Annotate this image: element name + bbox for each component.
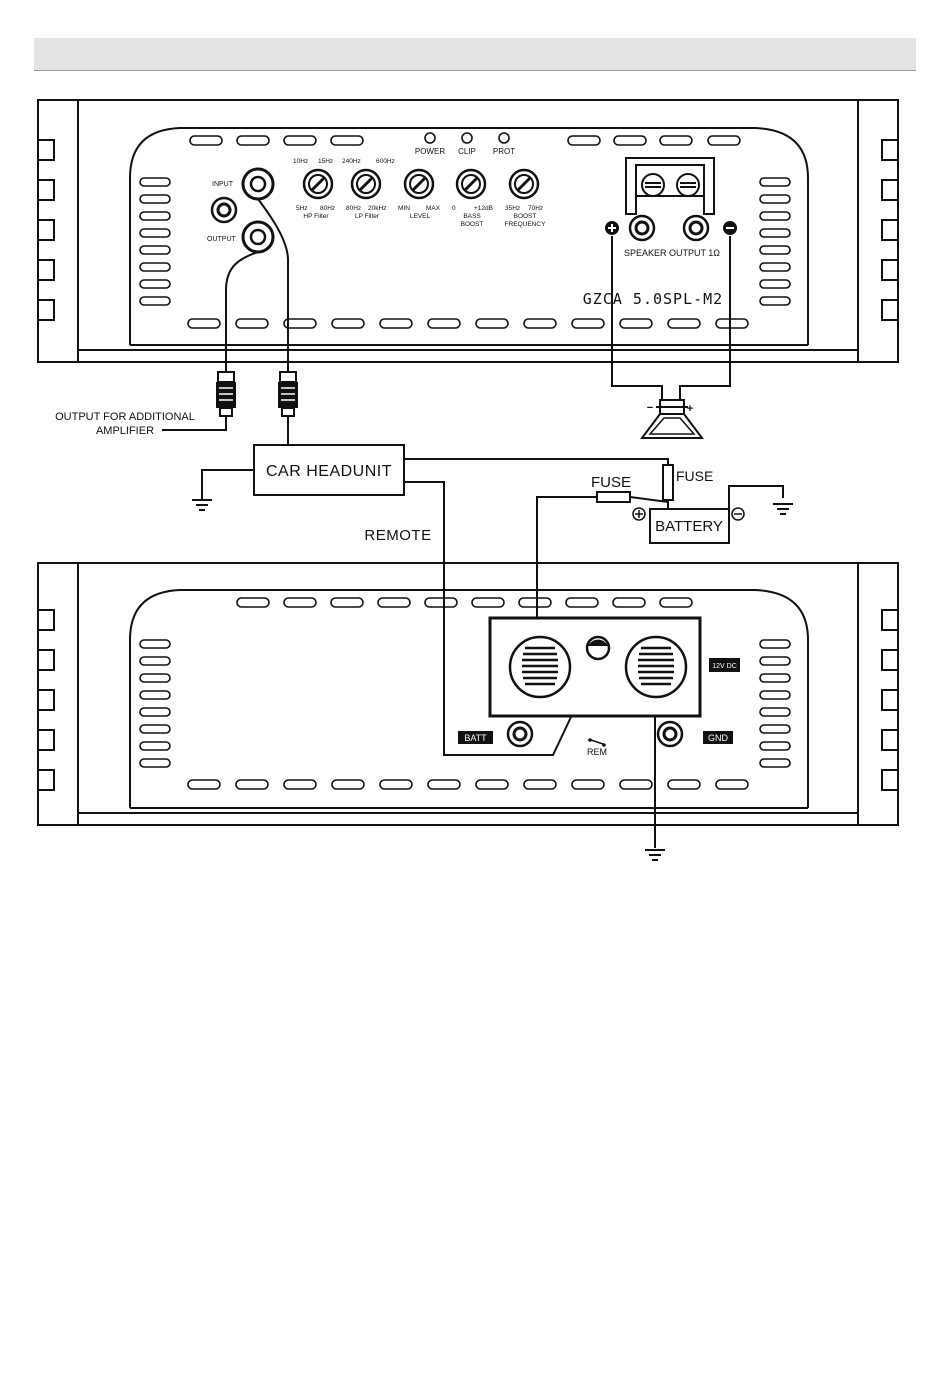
knob-lp-filter[interactable]: 240Hz 600Hz 80Hz 20kHz LP Filter: [342, 158, 395, 220]
svg-text:5Hz: 5Hz: [296, 205, 308, 212]
knob-bass-boost[interactable]: 0 +12dB BASS BOOST: [452, 170, 493, 228]
power-terminal-block: [490, 618, 700, 716]
input-label: INPUT: [212, 181, 234, 188]
batt-badge: BATT: [458, 731, 493, 744]
rem-label: REM: [587, 747, 607, 757]
rca-plug-input-icon: [278, 372, 298, 416]
rca-plug-output-icon: [216, 372, 236, 416]
rear-bottom-slots: [188, 780, 748, 789]
rear-side-slots-left: [140, 640, 170, 767]
svg-text:BOOST: BOOST: [514, 213, 537, 220]
svg-text:80Hz: 80Hz: [346, 205, 361, 212]
svg-text:80Hz: 80Hz: [320, 205, 335, 212]
svg-text:240Hz: 240Hz: [342, 158, 361, 165]
svg-text:15Hz: 15Hz: [318, 158, 333, 165]
prot-led-label: PROT: [493, 147, 515, 156]
heatsink-fins-right: [882, 140, 898, 320]
remote-label: REMOTE: [364, 527, 431, 544]
svg-text:BATT: BATT: [464, 733, 487, 743]
output-additional-label-line2: AMPLIFIER: [96, 425, 154, 437]
battery-label: BATTERY: [655, 518, 723, 535]
heatsink-fins-left: [38, 140, 54, 320]
svg-text:35Hz: 35Hz: [505, 205, 520, 212]
fuse-left-label: FUSE: [591, 474, 631, 491]
control-knobs: 10Hz 15Hz 5Hz 80Hz HP Filter 240Hz 600Hz…: [293, 158, 546, 228]
speaker-output-terminal: SPEAKER OUTPUT 1Ω: [605, 158, 737, 258]
speaker-terminal-plus-icon[interactable]: [677, 174, 699, 196]
amp-ground-icon: [645, 850, 665, 860]
svg-text:BASS: BASS: [463, 213, 481, 220]
svg-text:LP Filter: LP Filter: [355, 213, 380, 220]
model-label: GZCA 5.0SPL-M2: [583, 290, 723, 308]
rear-heatsink-fins-right: [882, 610, 898, 790]
fuse-right-icon: [663, 465, 673, 500]
amp-rear: [38, 563, 898, 825]
gnd-screw-icon: [658, 722, 682, 746]
rear-side-slots-right: [760, 640, 790, 767]
prot-led-icon: [499, 133, 509, 143]
fuse-left-icon: [597, 492, 630, 502]
output-additional-label-line1: OUTPUT FOR ADDITIONAL: [55, 411, 195, 423]
rca-output-jack-icon[interactable]: [243, 222, 273, 252]
amp-rear-body: [38, 563, 898, 825]
svg-text:MIN: MIN: [398, 205, 410, 212]
svg-text:LEVEL: LEVEL: [410, 213, 431, 220]
svg-text:BOOST: BOOST: [461, 221, 484, 228]
battery-ground-wire: [729, 486, 783, 509]
power-led-label: POWER: [415, 147, 445, 156]
dc-badge: 12V DC: [709, 658, 740, 672]
svg-text:600Hz: 600Hz: [376, 158, 395, 165]
svg-text:0: 0: [452, 205, 456, 212]
led-indicators: POWER CLIP PROT: [415, 133, 515, 156]
knob-boost-frequency[interactable]: 35Hz 70Hz BOOST FREQUENCY: [505, 170, 546, 228]
output-label: OUTPUT: [207, 236, 237, 243]
clip-led-label: CLIP: [458, 147, 476, 156]
svg-text:−: −: [647, 402, 653, 414]
svg-text:70Hz: 70Hz: [528, 205, 543, 212]
svg-text:FREQUENCY: FREQUENCY: [505, 221, 546, 228]
batt-screw-icon: [508, 722, 532, 746]
fuse-right-label: FUSE: [676, 468, 713, 484]
amp-rear-panel: [130, 590, 808, 808]
svg-text:+: +: [687, 403, 693, 415]
battery-ground-icon: [773, 504, 793, 514]
svg-text:GND: GND: [708, 733, 729, 743]
rca-input-jack-icon[interactable]: [243, 169, 273, 199]
front-bottom-slots: [188, 319, 748, 328]
knob-level[interactable]: MIN MAX LEVEL: [398, 170, 441, 220]
speaker-icon: − +: [642, 400, 702, 438]
speaker-wire-minus: [680, 236, 730, 400]
headunit-ground-wire: [202, 470, 254, 500]
rear-top-slots: [237, 598, 692, 607]
ground-icon: [192, 500, 212, 510]
power-led-icon: [425, 133, 435, 143]
svg-text:MAX: MAX: [426, 205, 441, 212]
svg-text:10Hz: 10Hz: [293, 158, 308, 165]
headunit-label: CAR HEADUNIT: [266, 463, 392, 480]
front-side-slots-right: [760, 178, 790, 305]
svg-text:HP Filter: HP Filter: [303, 213, 329, 220]
battery: BATTERY: [633, 508, 744, 543]
rca-connectors: INPUT OUTPUT: [207, 169, 273, 252]
rear-heatsink-fins-left: [38, 610, 54, 790]
speaker-wire-plus: [612, 236, 662, 400]
speaker-terminal-minus-icon[interactable]: [642, 174, 664, 196]
front-side-slots-left: [140, 178, 170, 305]
svg-text:20kHz: 20kHz: [368, 205, 386, 212]
svg-text:+12dB: +12dB: [474, 205, 493, 212]
front-mount-screw-icon: [212, 198, 236, 222]
svg-text:12V DC: 12V DC: [712, 663, 737, 670]
clip-led-icon: [462, 133, 472, 143]
rca-output-cable: [226, 252, 258, 372]
knob-hp-filter[interactable]: 10Hz 15Hz 5Hz 80Hz HP Filter: [293, 158, 335, 220]
gnd-badge: GND: [703, 731, 733, 744]
headunit-power-wire: [404, 459, 668, 465]
speaker-output-label: SPEAKER OUTPUT 1Ω: [624, 248, 720, 258]
car-headunit: CAR HEADUNIT: [254, 445, 404, 495]
rem-switch-icon: [588, 738, 606, 747]
